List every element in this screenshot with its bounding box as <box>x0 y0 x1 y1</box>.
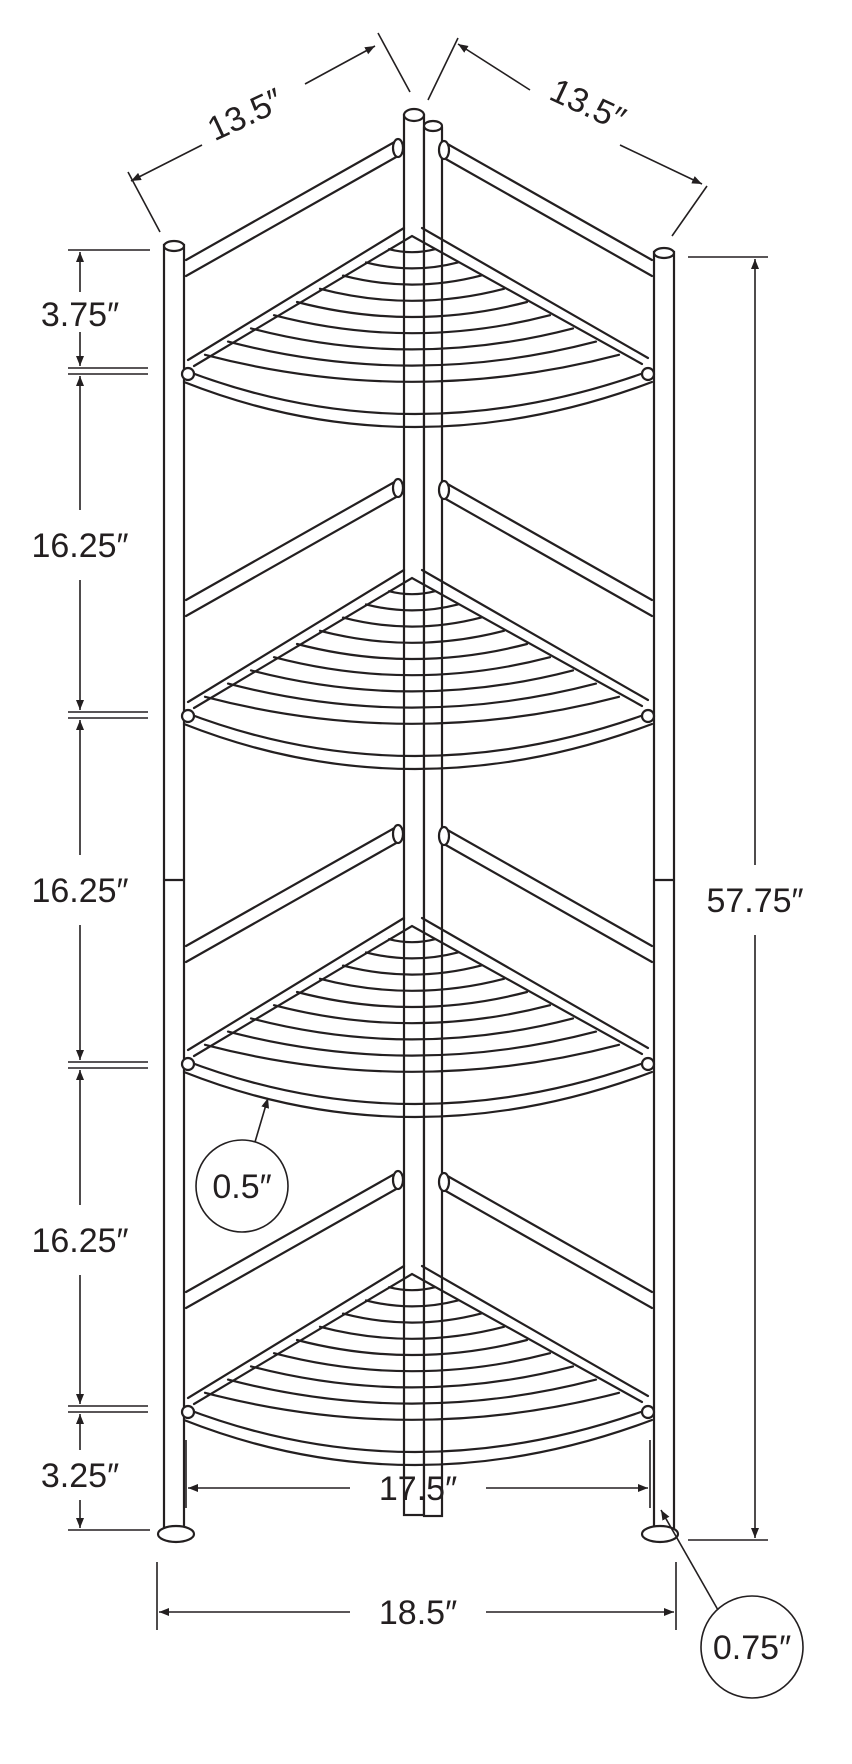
brace-pair-3 <box>184 823 654 964</box>
depth-left-label: 13.5″ <box>202 81 289 148</box>
bottom-gap-label: 3.25″ <box>41 1457 119 1495</box>
shelf-1 <box>180 226 656 429</box>
depth-right-arrow <box>457 43 531 91</box>
foot-height-callout <box>700 1595 804 1699</box>
left-foot <box>156 1524 196 1544</box>
back-post-cap-2 <box>422 119 444 133</box>
back-post-cap <box>402 107 426 123</box>
dimension-lines <box>68 32 804 1699</box>
left-post-cap <box>162 239 186 253</box>
shelves <box>180 226 656 1467</box>
shelf-gap-1-label: 16.25″ <box>31 527 128 565</box>
back-post <box>402 113 426 1517</box>
shelf-4 <box>180 1264 656 1467</box>
foot-height-label: 0.75″ <box>713 1629 791 1667</box>
shelf-gap-3-label: 16.25″ <box>31 1222 128 1260</box>
right-foot <box>640 1524 680 1544</box>
left-post <box>162 243 186 1532</box>
overall-width-label: 18.5″ <box>379 1594 457 1632</box>
cross-braces <box>184 137 654 1310</box>
brace-pair-4 <box>184 1169 654 1310</box>
shelf-gap-2-label: 16.25″ <box>31 872 128 910</box>
shelf-2 <box>180 568 656 771</box>
total-height-label: 57.75″ <box>706 882 803 920</box>
back-post-2 <box>422 126 444 1518</box>
top-gap-label: 3.75″ <box>41 296 119 334</box>
brace-pair-2 <box>184 477 654 618</box>
inner-width-label: 17.5″ <box>379 1470 457 1508</box>
right-post-cap <box>652 246 676 260</box>
shelf-thickness-callout <box>195 1139 289 1233</box>
shelf-3 <box>180 916 656 1119</box>
shelf-frame <box>156 107 680 1544</box>
right-post <box>652 250 676 1532</box>
brace-pair-1 <box>184 137 654 278</box>
shelf-thickness-label: 0.5″ <box>212 1168 271 1206</box>
depth-right-label: 13.5″ <box>544 71 631 138</box>
depth-left-arrow <box>130 144 203 182</box>
